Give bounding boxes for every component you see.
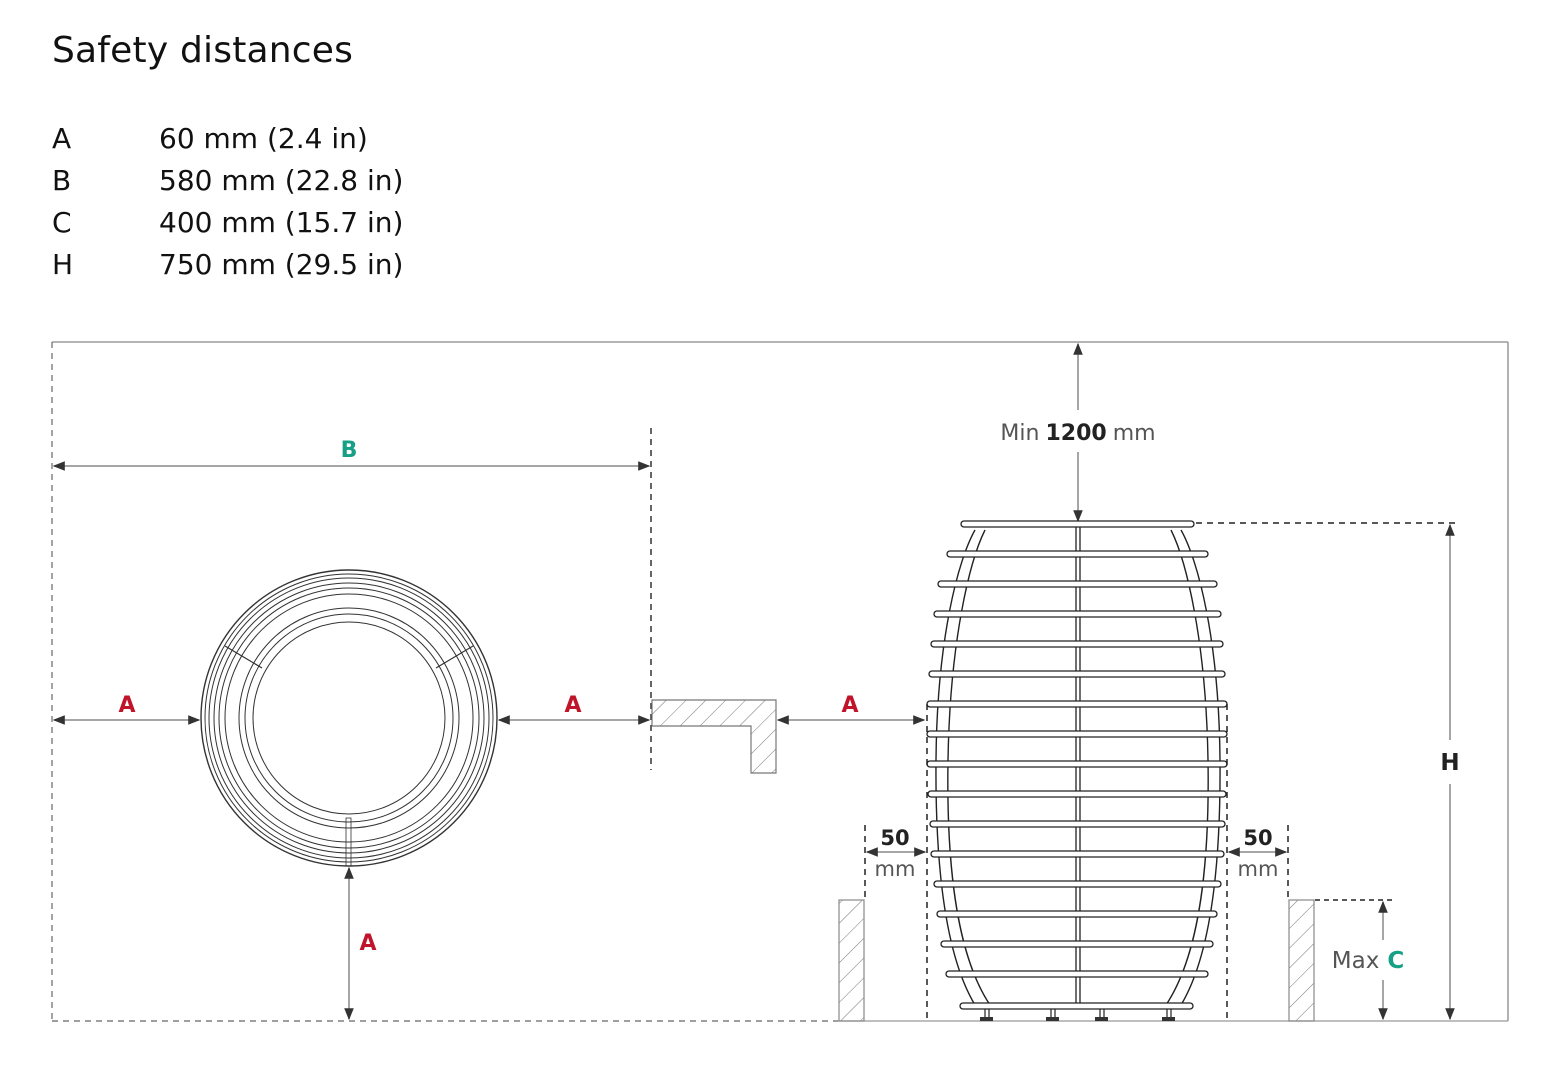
gap-right-unit: mm	[1238, 857, 1279, 881]
ceiling-prefix: Min	[1000, 421, 1039, 446]
safety-distances-legend: A 60 mm (2.4 in) B 580 mm (22.8 in) C 40…	[52, 117, 403, 285]
legend-key: A	[52, 121, 72, 155]
top-view: B A A A	[52, 428, 652, 1021]
legend-row-b: B 580 mm (22.8 in)	[52, 159, 403, 201]
legend-value: 400 mm (15.7 in)	[159, 205, 404, 239]
max-prefix: Max	[1332, 948, 1380, 974]
hatched-wall-bench	[651, 699, 777, 774]
ceiling-value: 1200	[1045, 421, 1106, 446]
max-c-value: C	[1387, 948, 1404, 974]
ceiling-unit: mm	[1113, 421, 1156, 446]
legend-value: 750 mm (29.5 in)	[159, 247, 404, 281]
label-a-side: A	[841, 693, 858, 718]
label-a-right: A	[564, 693, 581, 718]
legend-key: C	[52, 205, 72, 239]
label-a-bottom: A	[359, 931, 376, 956]
label-b: B	[341, 438, 358, 463]
legend-row-a: A 60 mm (2.4 in)	[52, 117, 403, 159]
legend-row-h: H 750 mm (29.5 in)	[52, 243, 403, 285]
legend-row-c: C 400 mm (15.7 in)	[52, 201, 403, 243]
page-title: Safety distances	[52, 30, 354, 71]
label-a-left: A	[118, 693, 135, 718]
label-h: H	[1440, 750, 1459, 776]
gap-left-value: 50	[880, 826, 909, 850]
heater-top-view	[200, 569, 498, 867]
hatched-wall-right	[1288, 899, 1315, 1022]
gap-left-unit: mm	[875, 857, 916, 881]
hatched-wall-left	[838, 899, 865, 1022]
max-c-label: Max C	[1332, 948, 1404, 974]
legend-key: B	[52, 163, 72, 197]
heater-side-view	[926, 520, 1228, 1021]
heater-feet	[980, 1009, 1175, 1021]
gap-right-value: 50	[1243, 826, 1272, 850]
legend-value: 580 mm (22.8 in)	[159, 163, 404, 197]
legend-value: 60 mm (2.4 in)	[159, 121, 368, 155]
legend-key: H	[52, 247, 74, 281]
